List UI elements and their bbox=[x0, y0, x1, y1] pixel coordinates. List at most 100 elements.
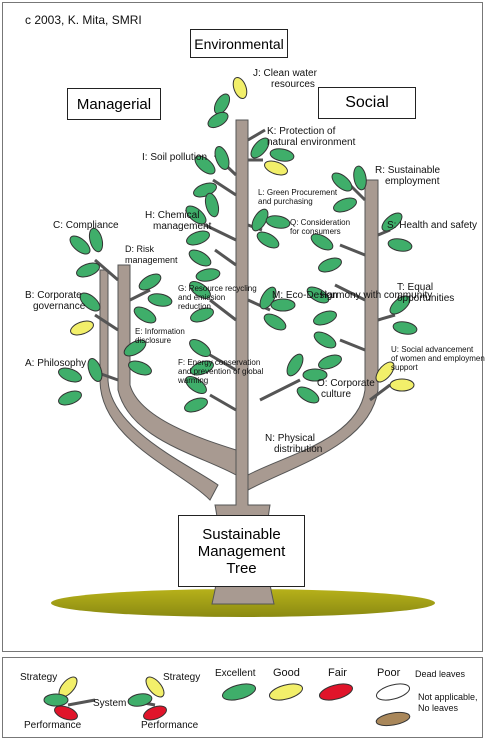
label-f: F: Energy conservation and prevention of… bbox=[178, 358, 263, 385]
leaf-k-3 bbox=[264, 160, 288, 176]
label-m: M: Eco-Design bbox=[272, 290, 338, 301]
label-harmony: Harmony with community bbox=[320, 290, 433, 301]
label-h: H: Chemical management bbox=[145, 210, 211, 232]
legend-leaf-strategy-2 bbox=[145, 676, 165, 698]
label-b-line-2: governance bbox=[33, 301, 86, 312]
legend-leaf-poor bbox=[375, 683, 411, 701]
leaf-m-3 bbox=[263, 313, 287, 331]
leaf-m-2 bbox=[270, 298, 296, 312]
label-t-line-1: T: Equal bbox=[397, 282, 434, 293]
legend-excellent: Excellent bbox=[215, 668, 256, 679]
label-k-line-2: natural environment bbox=[267, 137, 356, 148]
section-social-text: Social bbox=[345, 94, 389, 111]
label-g-line-1: G: Resource recycling bbox=[178, 284, 257, 293]
label-k: K: Protection of natural environment bbox=[267, 126, 355, 148]
label-f-line-1: F: Energy conservation bbox=[178, 358, 261, 367]
label-d-line-2: management bbox=[125, 255, 178, 265]
leaf-harmony-2 bbox=[313, 310, 337, 326]
copyright-text: c 2003, K. Mita, SMRI bbox=[25, 13, 142, 27]
leaf-n-3 bbox=[296, 386, 320, 404]
leaf-u-2 bbox=[389, 378, 415, 392]
leaf-r-1 bbox=[331, 172, 353, 192]
label-h-line-1: H: Chemical bbox=[145, 210, 200, 221]
leaf-k-1 bbox=[250, 137, 270, 159]
label-f-line-2: and prevention of global bbox=[178, 367, 264, 376]
leaf-l-3 bbox=[256, 231, 280, 249]
leaf-q-2 bbox=[318, 257, 342, 273]
leaf-i-3 bbox=[214, 146, 230, 170]
trunk bbox=[99, 119, 379, 605]
leaf-t-1 bbox=[389, 295, 411, 315]
label-r-line-1: R: Sustainable bbox=[375, 165, 441, 176]
section-environmental-text: Environmental bbox=[194, 35, 284, 52]
section-managerial: Managerial bbox=[67, 88, 161, 120]
legend-not-applicable-line-2: No leaves bbox=[418, 703, 459, 713]
legend-leaf-dead bbox=[375, 711, 411, 727]
leaf-a-2 bbox=[58, 390, 82, 406]
legend-leaf-performance-2 bbox=[143, 705, 167, 721]
legend-system: System bbox=[93, 698, 127, 709]
leaf-el-1 bbox=[123, 339, 147, 357]
leaf-dr-3 bbox=[133, 306, 157, 324]
trunk-label-box: Sustainable Management Tree bbox=[178, 515, 305, 587]
label-n-line-1: N: Physical bbox=[265, 433, 316, 444]
leaf-h-3 bbox=[204, 192, 220, 218]
section-managerial-text: Managerial bbox=[76, 95, 152, 113]
leaf-t-2 bbox=[392, 321, 418, 335]
leaf-c-2 bbox=[76, 262, 100, 278]
leaf-g-2 bbox=[190, 307, 214, 323]
label-e-line-2: disclosure bbox=[135, 336, 172, 345]
leaf-d-1 bbox=[188, 249, 212, 267]
label-l-line-2: and purchasing bbox=[258, 197, 313, 206]
label-u: U: Social advancement of women and emplo… bbox=[391, 345, 485, 372]
leaf-h-1 bbox=[185, 205, 207, 225]
legend-leaf-good bbox=[268, 683, 304, 701]
leaf-h-2 bbox=[186, 230, 210, 246]
leaf-c-1 bbox=[69, 235, 91, 255]
leaf-d-2 bbox=[195, 268, 221, 282]
leaf-r-3 bbox=[333, 197, 357, 213]
label-h-line-2: management bbox=[153, 221, 212, 232]
label-s: S: Health and safety bbox=[387, 220, 478, 231]
legend-leaf-fair bbox=[318, 683, 354, 701]
legend-good: Good bbox=[273, 667, 300, 679]
label-l-line-1: L: Green Procurement bbox=[258, 188, 338, 197]
label-u-line-3: support bbox=[391, 363, 418, 372]
label-r-line-2: employment bbox=[385, 176, 440, 187]
label-g-line-3: reduction bbox=[178, 302, 211, 311]
label-q: Q: Consideration for consumers bbox=[290, 218, 350, 236]
label-b-line-1: B: Corporate bbox=[25, 290, 82, 301]
legend-dead-leaves: Dead leaves bbox=[415, 669, 466, 679]
label-j-line-1: J: Clean water bbox=[253, 68, 317, 79]
leaf-n-2 bbox=[302, 368, 328, 382]
trunk-label-line-2: Management bbox=[197, 542, 286, 560]
label-d-line-1: D: Risk bbox=[125, 244, 154, 254]
leaf-o-2 bbox=[318, 354, 342, 370]
leaf-a-3 bbox=[87, 358, 103, 382]
label-l: L: Green Procurement and purchasing bbox=[258, 188, 337, 206]
leaf-q-1 bbox=[310, 233, 334, 251]
legend-strategy-2: Strategy bbox=[163, 672, 201, 683]
legend-leaf-performance-1 bbox=[54, 705, 78, 721]
label-d: D: Risk management bbox=[125, 244, 178, 266]
legend-graphics bbox=[43, 676, 411, 727]
leaf-j-2 bbox=[232, 76, 248, 100]
leaf-dr-1 bbox=[138, 273, 162, 291]
leaf-r-2 bbox=[353, 165, 367, 191]
legend-leaf-excellent bbox=[221, 683, 257, 701]
legend-not-applicable: Not applicable, No leaves bbox=[418, 692, 478, 714]
leaf-e-1 bbox=[189, 339, 211, 357]
section-environmental: Environmental bbox=[190, 29, 288, 58]
legend-leaf-system-1 bbox=[43, 693, 69, 707]
leaf-g-1 bbox=[189, 281, 211, 299]
leaf-s-2 bbox=[387, 238, 413, 252]
leaf-dr-2 bbox=[147, 293, 173, 307]
leaf-k-2 bbox=[269, 148, 295, 162]
leaf-n-1 bbox=[286, 353, 304, 377]
label-e: E: Information disclosure bbox=[135, 327, 185, 345]
leaf-u-1 bbox=[375, 361, 395, 383]
label-t: T: Equal opportunities bbox=[397, 282, 454, 304]
label-f-line-3: warming bbox=[178, 376, 209, 385]
